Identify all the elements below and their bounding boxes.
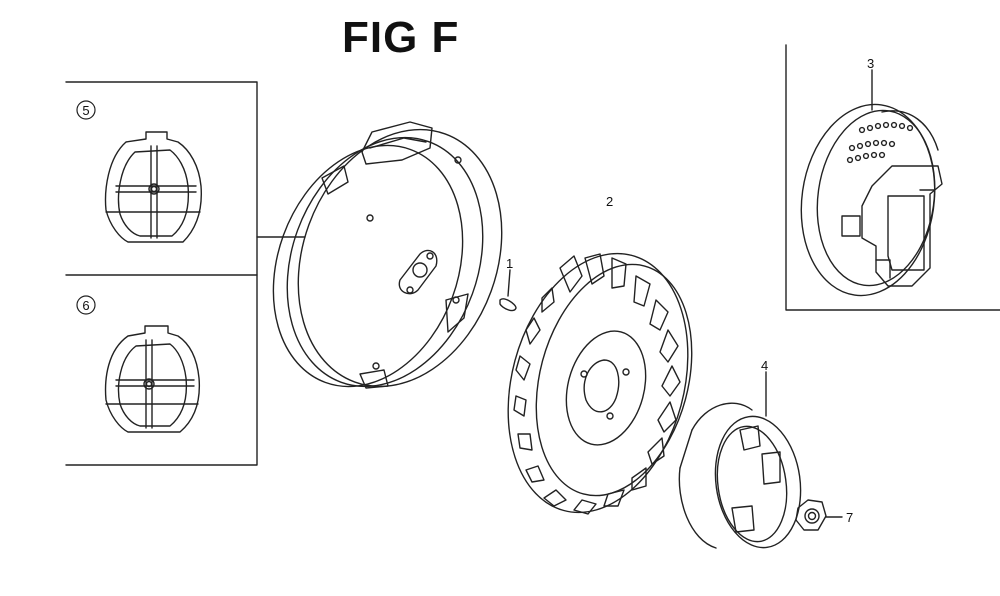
callout-5: 5 [82, 103, 89, 118]
callout-5-marker: 5 [76, 100, 96, 120]
pulley-part-3 [800, 69, 943, 297]
callout-2: 2 [606, 194, 613, 209]
inset-frame-left [65, 81, 306, 466]
callout-3: 3 [867, 56, 874, 71]
inset-frame-right [785, 44, 1000, 311]
starter-cup-part-4 [678, 371, 802, 549]
figure-title: FIG F [342, 13, 460, 62]
flywheel-part-2 [507, 252, 693, 515]
starter-cup-assembly [272, 121, 503, 389]
starter-pulley-6 [104, 325, 201, 433]
callout-1: 1 [506, 256, 513, 271]
key-part-1 [499, 269, 517, 312]
callout-6-marker: 6 [76, 295, 96, 315]
callout-6: 6 [82, 298, 89, 313]
starter-pulley-5 [104, 131, 202, 243]
callout-7: 7 [846, 510, 853, 525]
nut-part-7 [795, 499, 843, 531]
callout-4: 4 [761, 358, 768, 373]
